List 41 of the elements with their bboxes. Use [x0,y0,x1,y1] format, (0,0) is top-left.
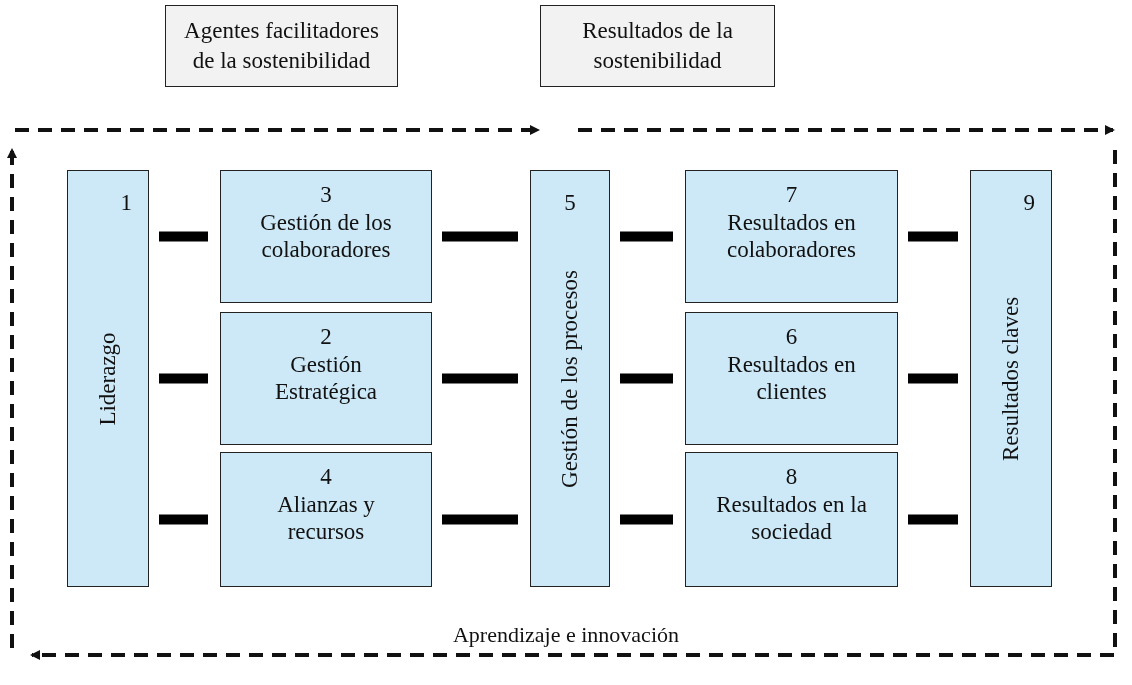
criterion-number: 3 [319,181,333,209]
criterion-label: Resultados claves [997,296,1025,461]
criterion-number: 2 [319,323,333,351]
connector-bar [908,514,958,525]
criterion-label: Gestión de los colaboradores [259,208,393,264]
connector-bar [442,514,518,525]
criterion-label: Gestión de los procesos [556,269,584,488]
criterion-box [220,312,432,445]
criterion-box [685,312,898,445]
header-box: Agentes facilitadores de la sostenibilidad [165,5,398,87]
connector-bar [908,231,958,242]
connector-bar [620,373,673,384]
criterion-number: 9 [1023,189,1035,217]
criterion-label: Resultados en la sociedad [715,490,868,546]
criterion-label: Resultados en colaboradores [726,208,857,264]
connector-bar [159,514,208,525]
connector-bar [620,514,673,525]
criterion-number: 6 [784,323,799,351]
criterion-number: 1 [120,189,132,217]
criterion-label: Resultados en clientes [726,350,857,406]
criterion-number: 5 [563,189,577,217]
criterion-box [220,170,432,303]
criterion-number: 4 [319,463,333,491]
criterion-label: Alianzas y recursos [276,490,376,546]
criterion-box [220,452,432,587]
criterion-number: 8 [784,463,799,491]
connector-bar [159,231,208,242]
criterion-bar [67,170,149,587]
connector-bar [159,373,208,384]
header-box: Resultados de la sostenibilidad [540,5,775,87]
connector-bar [442,373,518,384]
criterion-box [685,170,898,303]
criterion-bar [970,170,1052,587]
connector-bar [620,231,673,242]
criterion-label: Gestión Estratégica [273,350,379,406]
connector-bar [908,373,958,384]
criterion-box [685,452,898,587]
connector-bar [442,231,518,242]
criterion-number: 7 [784,181,799,209]
criterion-label: Liderazgo [94,331,122,426]
criterion-bar [530,170,610,587]
